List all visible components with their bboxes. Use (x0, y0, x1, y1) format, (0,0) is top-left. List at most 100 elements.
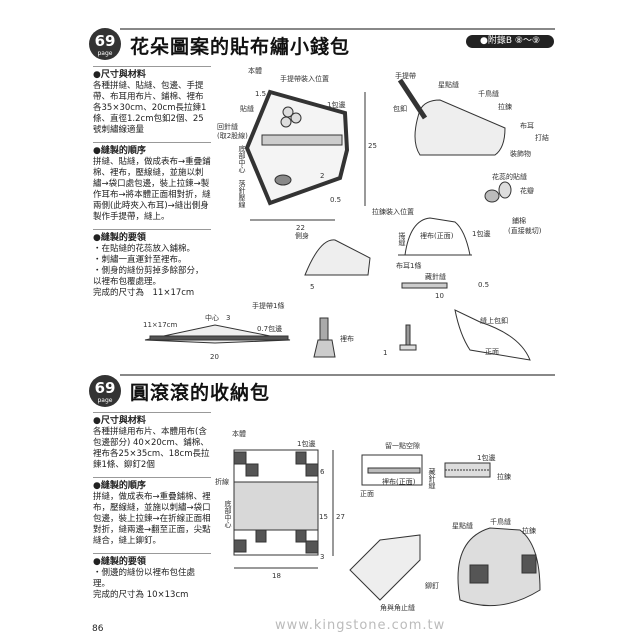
watermark: www.kingstone.com.tw (275, 618, 446, 633)
diagram-label: 打結 (535, 134, 549, 142)
ear-tab-diagram (401, 282, 448, 289)
round-pouch-diagram (457, 527, 541, 607)
section-title: 花朵圖案的貼布繡小錢包 (130, 36, 351, 58)
patch (295, 529, 307, 543)
badge-sub: page (97, 50, 113, 57)
badge-number: 69 (94, 32, 116, 50)
diagram-label: 落針壓線 (238, 180, 246, 208)
tips-heading: ●縫製的要領 (93, 553, 211, 568)
diagram-label: 裡布 (340, 335, 354, 343)
diagram-label: 角與角止縫 (380, 604, 415, 612)
diagram-label: (取2股線) (217, 132, 248, 140)
flower-petal (484, 189, 500, 203)
appendix-tag: ●附錄B ⑧～⑨ (466, 35, 554, 48)
section-title: 圓滾滾的收納包 (130, 382, 271, 404)
diagram-label: 折線 (215, 478, 229, 486)
diagram-label: 25 (368, 142, 377, 150)
gusset-diagram (304, 239, 371, 276)
diagram-label: 星點縫 (438, 81, 459, 89)
zipper-end (319, 317, 329, 341)
tips-heading: ●縫製的要領 (93, 229, 211, 244)
materials-text: 各種拼縫用布片、本體用布(含包邊部分) 40×20cm、鋪棉、裡布各25×35c… (93, 427, 210, 470)
diagram-label: 底部中心 (238, 145, 246, 173)
steps-heading: ●縫製的順序 (93, 142, 211, 157)
diagram-label: 0.5 (330, 196, 342, 204)
diagram-label: 中心 (205, 314, 219, 322)
diagram-label: 藏針縫 (428, 468, 436, 489)
patch (521, 554, 537, 574)
diagram-label: 手提帶1條 (252, 302, 285, 310)
patch (305, 463, 319, 477)
zipper-end-cover (313, 339, 336, 358)
tip: ・刺繡一直運針至裡布。 (93, 255, 187, 265)
diagram-label: 6 (320, 468, 325, 476)
badge-number: 69 (94, 379, 116, 397)
diagram-label: 3 (226, 314, 231, 322)
diagram-label: 裝飾物 (510, 150, 531, 158)
diagram-label: 回針縫 (217, 123, 238, 131)
steps-text: 拼縫、貼縫，做成表布→重疊鋪棉、裡布，壓線縫，並施以刺繡→袋口處包邊，裝上拉鍊→… (93, 157, 211, 222)
flower-bead (280, 116, 292, 128)
instructions-column: ●尺寸與材料 各種拼縫用布片、本體用布(含包邊部分) 40×20cm、鋪棉、裡布… (93, 412, 211, 601)
diagram-label: 本體 (232, 430, 246, 438)
zipper-tape (367, 467, 421, 474)
diagram-label: 18 (272, 572, 281, 580)
diagram-label: 手提帶 (395, 72, 416, 80)
finished-size: 完成的尺寸為 10×13cm (93, 590, 189, 600)
diagram-label: 10 (435, 292, 444, 300)
diagram-label: 本體 (248, 67, 262, 75)
diagram-label: 千鳥縫 (478, 90, 499, 98)
diagram-label: 5 (310, 283, 315, 291)
diagram-label: 布耳1條 (396, 262, 422, 270)
tip: ・側身的縫份剪掉多餘部分， (93, 266, 204, 276)
patch (245, 463, 259, 477)
zipper-end-cover (399, 344, 417, 351)
diagram-label: 捲縫 (398, 232, 406, 246)
flower-petal (498, 181, 512, 199)
diagram-label: 正面 (360, 490, 374, 498)
handle-band (149, 335, 289, 341)
diagram-label: 1.5 (255, 90, 267, 98)
diagram-label: 布耳 (520, 122, 534, 130)
diagram-label: 拉鍊 (522, 527, 536, 535)
tip: ・在貼縫的花蕊放入鋪棉。 (93, 244, 196, 254)
diagram-label: 包釦 (393, 105, 407, 113)
diagram-label: 鋪棉 (512, 217, 526, 225)
diagram-label: 11×17cm (143, 321, 178, 329)
diagram-label: 1包邊 (477, 454, 496, 462)
page-badge: 69 page (89, 28, 121, 60)
diagram-label: 27 (336, 513, 345, 521)
diagram-label: 22 (296, 224, 305, 232)
steps-text: 拼縫，做成表布→重疊鋪棉、裡布，壓線縫，並施以刺繡→袋口包邊，裝上拉鍊→在折線正… (93, 492, 211, 546)
diagram-label: 裡布(正面) (420, 232, 454, 240)
zipper-end (405, 324, 411, 348)
diagram-label: 3 (320, 553, 325, 561)
diagram-label: 拉鍊裝入位置 (372, 208, 414, 216)
diagram-label: 星點縫 (452, 522, 473, 530)
patch (233, 539, 247, 553)
diagram-label: 留一點空隙 (385, 442, 420, 450)
diagram-label: 千鳥縫 (490, 518, 511, 526)
diagram-label: 2 (320, 172, 325, 180)
diagram-label: 貼縫 (240, 105, 254, 113)
patch (469, 564, 489, 584)
leaf (274, 174, 292, 186)
diagram-label: 1包邊 (472, 230, 491, 238)
diagram-label: 正面 (485, 348, 499, 356)
diagram-label: 20 (210, 353, 219, 361)
divider (120, 374, 555, 376)
badge-sub: page (97, 397, 113, 404)
diagram-label: 拉鍊 (497, 473, 511, 481)
diagram-label: 鉚釘 (425, 582, 439, 590)
pouch-corner-diagram (349, 534, 421, 601)
diagram-label: 側身 (295, 232, 309, 240)
handle-strap (397, 78, 428, 120)
diagram-label: 花蕊的貼縫 (492, 173, 527, 181)
diagram-label: 縫上包釦 (480, 317, 508, 325)
diagram-label: 15 (319, 513, 328, 521)
diagram-label: (直接裁切) (508, 227, 542, 235)
tip: ・側邊的縫份以裡布包住處理。 (93, 568, 196, 589)
diagram-label: 1 (383, 349, 388, 357)
diagram-label: 1包邊 (297, 440, 316, 448)
